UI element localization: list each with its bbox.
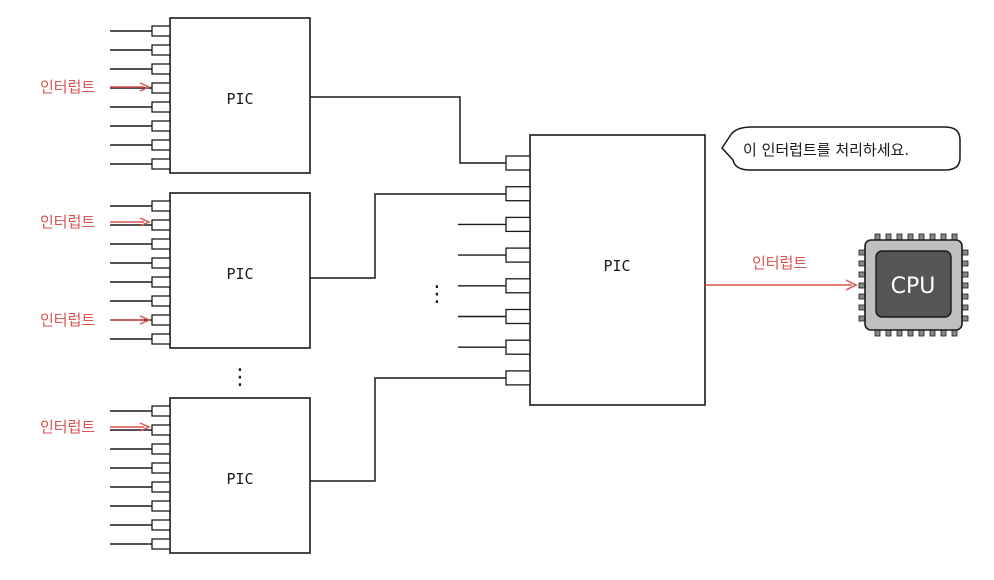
- cpu-pin: [929, 329, 936, 337]
- cpu-pin: [961, 249, 969, 256]
- input-pin: [110, 101, 171, 113]
- slave-pic-2-label: PIC: [226, 265, 253, 283]
- interrupt-input-3: 인터럽트: [40, 311, 151, 329]
- master-input-pin: [505, 155, 531, 171]
- slave-pic-1-input-pins: [110, 25, 171, 170]
- cpu-pin: [885, 329, 892, 337]
- cascade-wire-1: [310, 96, 506, 164]
- master-input-pin: [458, 216, 531, 233]
- speech-bubble-text: 이 인터럽트를 처리하세요.: [743, 141, 909, 159]
- cpu-pin: [858, 271, 866, 278]
- master-input-pin: [458, 308, 531, 325]
- interrupt-label-2: 인터럽트: [40, 213, 95, 231]
- cascade-wire-3: [310, 377, 506, 482]
- input-pin: [110, 481, 171, 493]
- cpu-pin: [858, 293, 866, 300]
- slave-pic-3-input-pins: [110, 405, 171, 550]
- cpu-chip-icon: CPU: [858, 233, 969, 337]
- master-pic: PIC: [458, 134, 706, 406]
- cpu-pin: [961, 271, 969, 278]
- input-pin: [110, 238, 171, 250]
- input-pin: [110, 158, 171, 170]
- cpu-pin: [874, 233, 881, 241]
- input-pin: [110, 424, 171, 436]
- interrupt-label-cpu: 인터럽트: [752, 254, 807, 272]
- cascade-wire-2: [310, 193, 506, 279]
- cpu-pin: [961, 282, 969, 289]
- master-pic-label: PIC: [603, 257, 630, 275]
- slave-pic-3: PIC: [110, 397, 311, 554]
- interrupt-input-1: 인터럽트: [40, 78, 151, 96]
- slave-pic-2: PIC: [110, 192, 311, 349]
- input-pin: [110, 120, 171, 132]
- slave-pic-1: PIC: [110, 17, 311, 174]
- slave-pic-3-label: PIC: [226, 470, 253, 488]
- cpu-pin: [929, 233, 936, 241]
- cpu-pin: [940, 329, 947, 337]
- cpu-pin: [918, 233, 925, 241]
- input-pin: [110, 405, 171, 417]
- master-input-pin: [505, 370, 531, 386]
- cpu-pin: [951, 329, 958, 337]
- cpu-pin: [961, 260, 969, 267]
- cpu-pin: [961, 315, 969, 322]
- cpu-pin: [907, 329, 914, 337]
- master-input-pin: [505, 186, 531, 202]
- input-pin: [110, 276, 171, 288]
- cpu-pins: [858, 233, 969, 337]
- cpu-label: CPU: [891, 274, 936, 299]
- cpu-pin: [858, 282, 866, 289]
- input-pin: [110, 257, 171, 269]
- input-pin: [110, 333, 171, 345]
- cpu-pin: [896, 329, 903, 337]
- input-pin: [110, 63, 171, 75]
- input-pin: [110, 139, 171, 151]
- slave-ellipsis: ⋮: [229, 365, 251, 390]
- input-pin: [110, 500, 171, 512]
- interrupt-input-2: 인터럽트: [40, 213, 151, 231]
- input-pin: [110, 462, 171, 474]
- input-pin: [110, 295, 171, 307]
- input-pin: [110, 519, 171, 531]
- cpu-pin: [918, 329, 925, 337]
- input-pin: [110, 82, 171, 94]
- cpu-pin: [858, 260, 866, 267]
- interrupt-label-4: 인터럽트: [40, 418, 95, 436]
- interrupt-label-3: 인터럽트: [40, 311, 95, 329]
- cpu-pin: [951, 233, 958, 241]
- interrupt-label-1: 인터럽트: [40, 78, 95, 96]
- master-input-pin: [458, 339, 531, 355]
- input-pin: [110, 443, 171, 455]
- cpu-pin: [907, 233, 914, 241]
- master-pic-input-pins: [458, 155, 531, 386]
- cpu-pin: [885, 233, 892, 241]
- cpu-pin: [858, 315, 866, 322]
- interrupt-input-4: 인터럽트: [40, 418, 151, 436]
- input-pin: [110, 219, 171, 231]
- master-input-pin: [458, 247, 531, 263]
- cpu-pin: [858, 249, 866, 256]
- cpu-pin: [961, 293, 969, 300]
- speech-bubble: 이 인터럽트를 처리하세요.: [721, 126, 961, 171]
- input-pin: [110, 25, 171, 37]
- master-input-pin: [458, 278, 531, 294]
- input-pin: [110, 44, 171, 56]
- cpu-pin: [961, 304, 969, 311]
- cpu-pin: [858, 304, 866, 311]
- master-ellipsis: ⋮: [426, 282, 448, 307]
- slave-pic-1-label: PIC: [226, 90, 253, 108]
- input-pin: [110, 200, 171, 212]
- interrupt-output: 인터럽트: [705, 254, 858, 291]
- cpu-pin: [940, 233, 947, 241]
- input-pin: [110, 538, 171, 550]
- slave-pic-2-input-pins: [110, 200, 171, 345]
- cpu-pin: [874, 329, 881, 337]
- cpu-pin: [896, 233, 903, 241]
